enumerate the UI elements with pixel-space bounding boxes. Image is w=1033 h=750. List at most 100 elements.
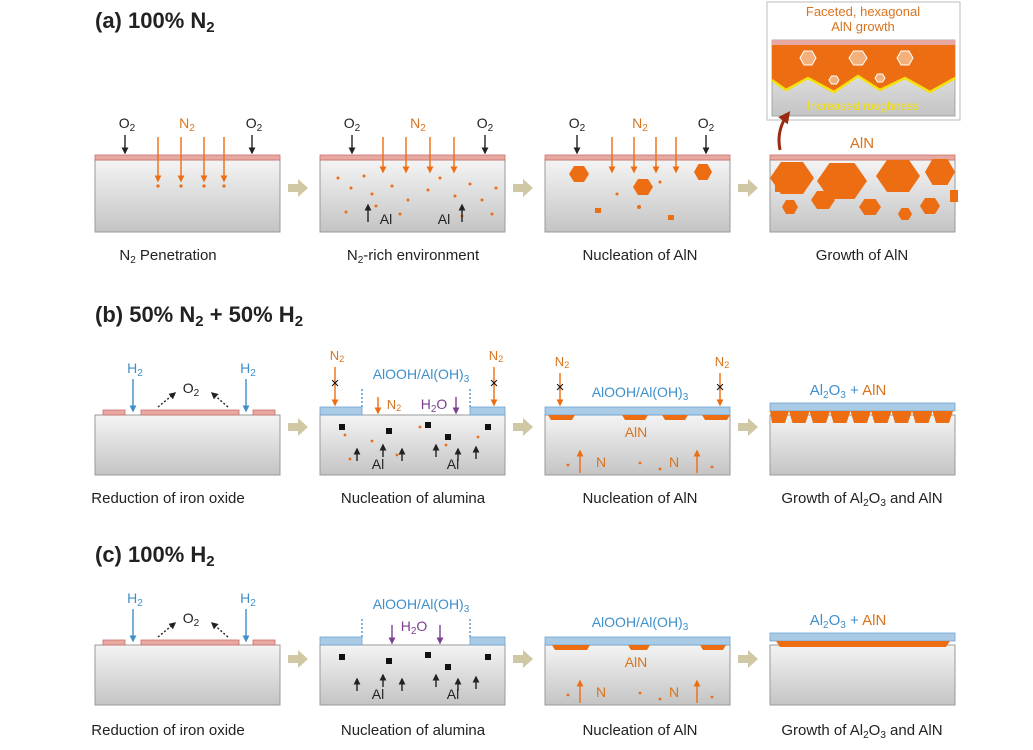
- nitrogen-dot: [202, 184, 206, 188]
- alumina-layer: [769, 632, 956, 642]
- aln-nuclei-layer: [628, 645, 650, 650]
- alumina-nucleus: [485, 654, 491, 660]
- al2o3-label: Al2O3 + AlN: [810, 382, 887, 401]
- h2-label: H2: [240, 590, 256, 609]
- o2-label: O2: [183, 610, 200, 629]
- aln-hexagon: [811, 191, 835, 209]
- caption-a-3: Nucleation of AlN: [582, 247, 697, 264]
- blocked-icon: ×: [331, 375, 340, 392]
- alumina-nucleus: [425, 422, 431, 428]
- aln-hexagon: [694, 164, 712, 180]
- nitrogen-dot: [638, 461, 642, 465]
- alumina-nucleus: [339, 424, 345, 430]
- al-label: Al: [380, 211, 392, 227]
- alumina-layer: [769, 402, 956, 412]
- inset-hexagon: [828, 75, 840, 85]
- n2-label: N2: [179, 115, 195, 134]
- aln-grain: [950, 190, 958, 202]
- nitrogen-dot: [336, 176, 340, 180]
- h2-label: H2: [127, 360, 143, 379]
- nitrogen-dot: [343, 433, 347, 437]
- caption-c-2: Nucleation of alumina: [341, 722, 486, 739]
- aln-label: AlN: [625, 424, 648, 440]
- caption-a-2: N2-rich environment: [347, 247, 480, 266]
- o2-release-arrow: [157, 392, 177, 408]
- aln-hexagon: [898, 208, 912, 220]
- nitrogen-dot: [370, 439, 374, 443]
- alumina-nucleus: [485, 424, 491, 430]
- alumina-layer: [544, 636, 731, 646]
- step-arrow-icon: [288, 179, 308, 197]
- aln-hexagon: [876, 160, 920, 192]
- substrate-block: [544, 644, 731, 706]
- nitrogen-dot: [710, 695, 714, 699]
- step-arrow-icon: [738, 418, 758, 436]
- alumina-layer: [544, 406, 731, 416]
- aln-nuclei-layer: [702, 415, 730, 420]
- o2-label: O2: [698, 115, 715, 134]
- caption-b-3: Nucleation of AlN: [582, 490, 697, 507]
- substrate-block: [544, 414, 731, 476]
- substrate-block: [769, 644, 956, 706]
- n2-label: N2: [555, 354, 569, 370]
- o2-release-arrow: [157, 622, 177, 638]
- n2-label: N2: [410, 115, 426, 134]
- substrate-block: [319, 159, 506, 233]
- nitrogen-dot: [156, 184, 160, 188]
- substrate-block: [94, 159, 281, 233]
- aln-hexagon: [633, 179, 653, 195]
- n-label: N: [669, 684, 679, 700]
- caption-b-2: Nucleation of alumina: [341, 490, 486, 507]
- alumina-layer: [319, 636, 363, 646]
- nitrogen-dot: [370, 192, 374, 196]
- alooh-label: AlOOH/Al(OH)3: [592, 384, 689, 403]
- o2-label: O2: [183, 380, 200, 399]
- aln-label: AlN: [850, 135, 874, 152]
- o2-label: O2: [569, 115, 586, 134]
- o2-label: O2: [119, 115, 136, 134]
- blocked-icon: ×: [490, 375, 499, 392]
- iron-oxide-layer: [252, 409, 276, 416]
- nitrogen-dot: [566, 463, 570, 467]
- inset-hexagon: [874, 73, 886, 83]
- aln-grain: [775, 170, 785, 192]
- o2-label: O2: [246, 115, 263, 134]
- nitrogen-dot: [348, 457, 352, 461]
- aln-nuclei-layer: [622, 415, 648, 420]
- o2-release-arrow: [210, 392, 229, 408]
- caption-b-1: Reduction of iron oxide: [91, 490, 244, 507]
- step-arrow-icon: [738, 179, 758, 197]
- n2-label: N2: [387, 397, 401, 413]
- nitrogen-dot: [480, 198, 484, 202]
- o2-label: O2: [344, 115, 361, 134]
- alooh-label: AlOOH/Al(OH)3: [373, 596, 470, 615]
- iron-oxide-layer: [252, 639, 276, 646]
- o2-label: O2: [477, 115, 494, 134]
- aln-nuclei-layer: [552, 645, 590, 650]
- iron-oxide-layer: [544, 154, 731, 161]
- nitrogen-dot: [710, 465, 714, 469]
- nitrogen-dot: [638, 691, 642, 695]
- nitrogen-dot: [615, 192, 619, 196]
- n2-label: N2: [715, 354, 729, 370]
- inset-roughness-line: [771, 74, 956, 94]
- al-label: Al: [372, 456, 384, 472]
- aln-hexagon: [782, 200, 798, 214]
- nitrogen-dot: [398, 212, 402, 216]
- section-heading-b: (b) 50% N2 + 50% H2: [95, 302, 303, 330]
- aln-nuclei-layer: [700, 645, 726, 650]
- nitrogen-dot: [637, 205, 641, 209]
- nitrogen-dot: [222, 184, 226, 188]
- alumina-nucleus: [425, 652, 431, 658]
- inset-hexagon: [848, 50, 868, 66]
- iron-oxide-layer: [140, 409, 240, 416]
- inset-hexagon: [896, 50, 914, 66]
- aln-label: AlN: [625, 654, 648, 670]
- nitrogen-dot: [395, 453, 399, 457]
- alumina-nucleus: [339, 654, 345, 660]
- substrate-block: [319, 644, 506, 706]
- nitrogen-dot: [349, 186, 353, 190]
- nitrogen-dot: [566, 693, 570, 697]
- iron-oxide-layer: [769, 154, 956, 161]
